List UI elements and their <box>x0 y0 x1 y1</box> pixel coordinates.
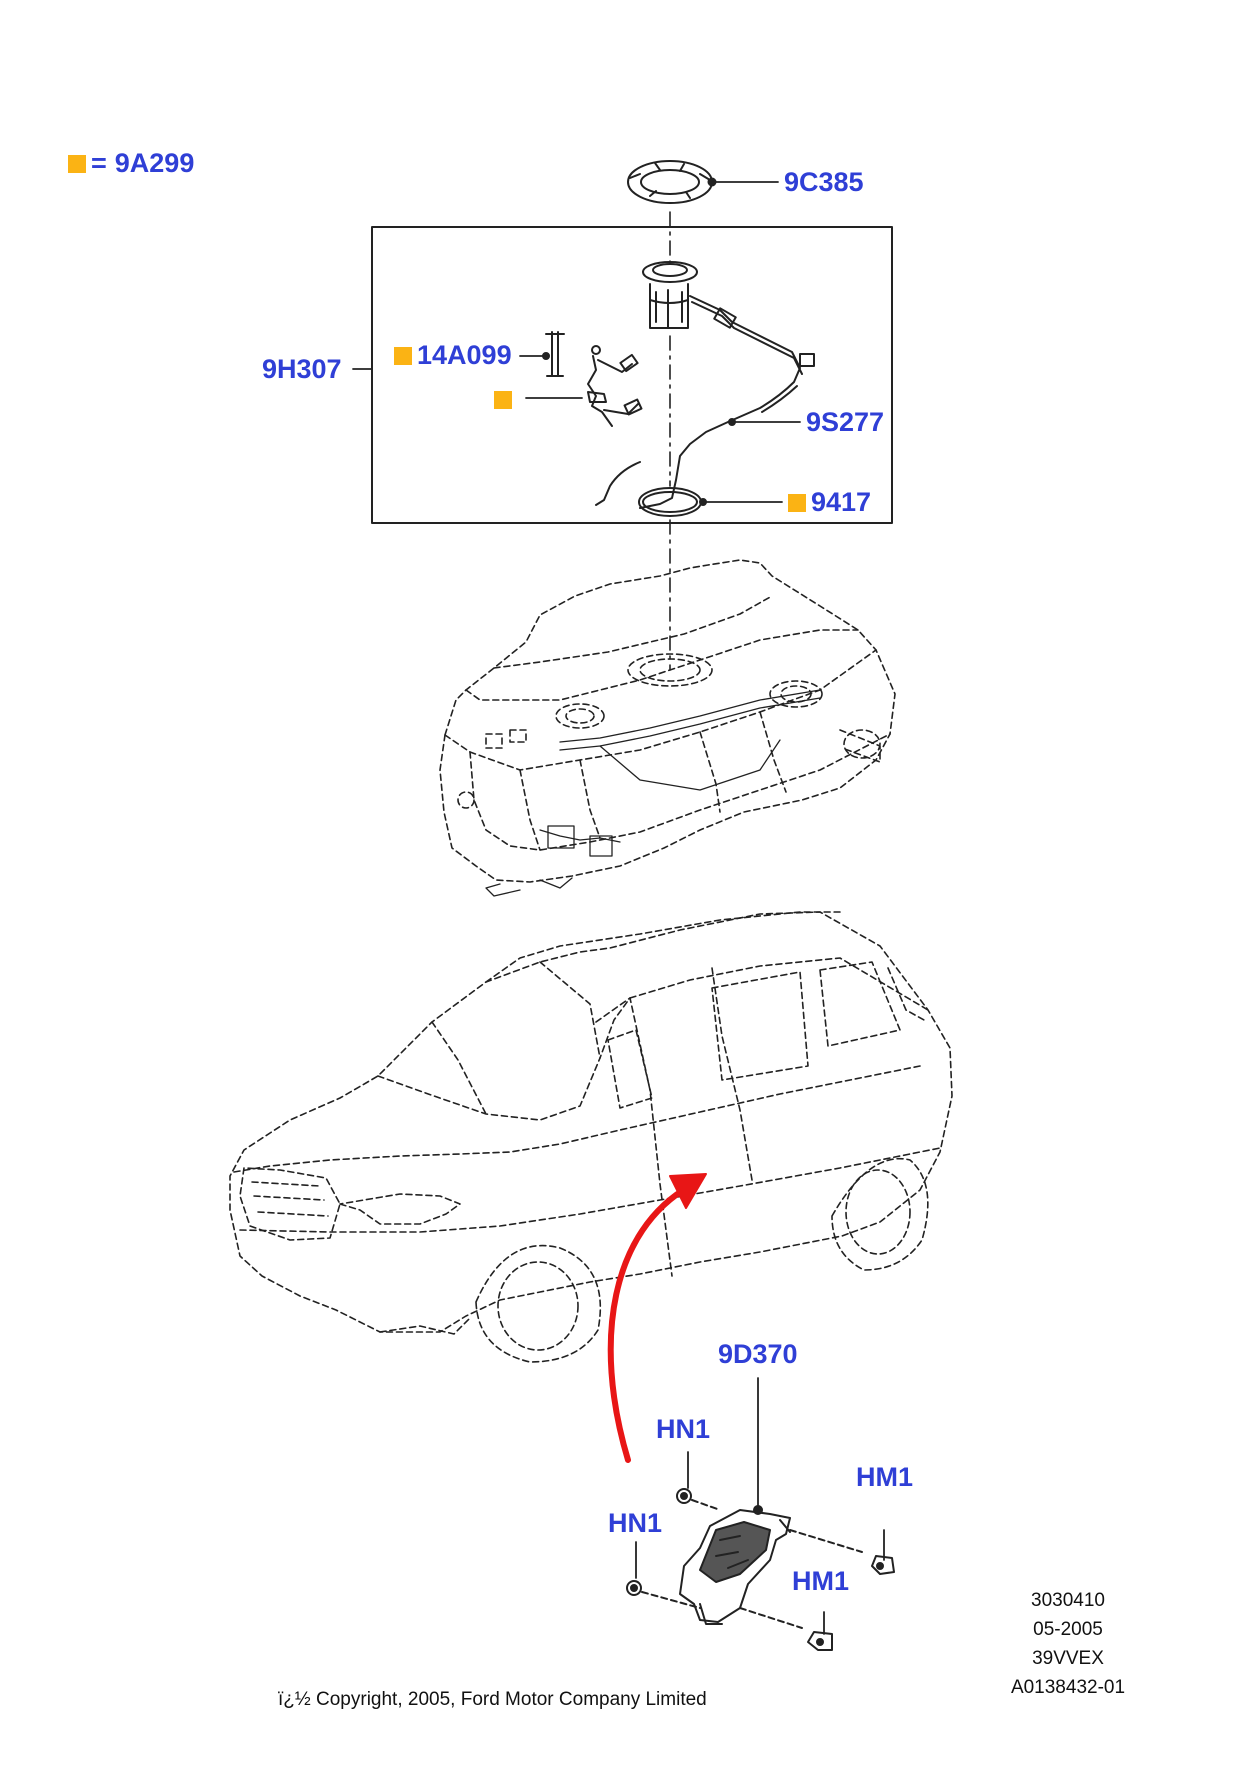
callout-HN1-left: HN1 <box>608 1508 663 1538</box>
callout-9C385: 9C385 <box>784 167 864 197</box>
legend-equals: = <box>91 148 107 178</box>
callout-14A099-label: 14A099 <box>417 340 512 370</box>
illustration-meta: 3030410 05-2005 39VVEX A0138432-01 <box>992 1586 1144 1702</box>
callout-9417-label: 9417 <box>811 487 872 517</box>
fuel-tank <box>439 559 896 897</box>
legend: =9A299 <box>68 148 194 178</box>
callout-9S277: 9S277 <box>806 407 885 437</box>
legend-marker-icon <box>788 494 806 512</box>
callout-9D370: 9D370 <box>718 1339 798 1369</box>
model-code: 39VVEX <box>1032 1648 1104 1669</box>
callout-HM1-right: HM1 <box>856 1462 914 1492</box>
legend-marker-icon <box>68 155 86 173</box>
vehicle-outline <box>229 911 953 1363</box>
legend-marker-icon <box>494 391 512 409</box>
callout-9417: 9417 <box>788 487 871 517</box>
callout-HM1-lower: HM1 <box>792 1566 850 1596</box>
strap-14A099 <box>519 331 565 377</box>
lock-ring-9C385 <box>627 160 779 204</box>
fuel-pump-module <box>595 261 815 509</box>
illustration-number: 3030410 <box>1031 1590 1105 1611</box>
location-arrow <box>607 1173 707 1463</box>
callout-harness-marker <box>494 384 517 414</box>
copyright-notice: ï¿½ Copyright, 2005, Ford Motor Company … <box>278 1689 707 1710</box>
legend-part-number: 9A299 <box>114 148 195 178</box>
callout-HN1-top: HN1 <box>656 1414 711 1444</box>
fuel-pump-kit-box-9H307 <box>352 226 893 524</box>
illustration-date: 05-2005 <box>1033 1619 1103 1640</box>
reference-number: A0138432-01 <box>1010 1677 1126 1698</box>
callout-9H307: 9H307 <box>262 354 342 384</box>
fuel-pump-driver-module-9D370 <box>626 1377 895 1651</box>
legend-marker-icon <box>394 347 412 365</box>
o-ring-9417 <box>638 487 783 517</box>
fuel-sender-harness <box>525 345 643 427</box>
callout-14A099: 14A099 <box>394 340 512 370</box>
